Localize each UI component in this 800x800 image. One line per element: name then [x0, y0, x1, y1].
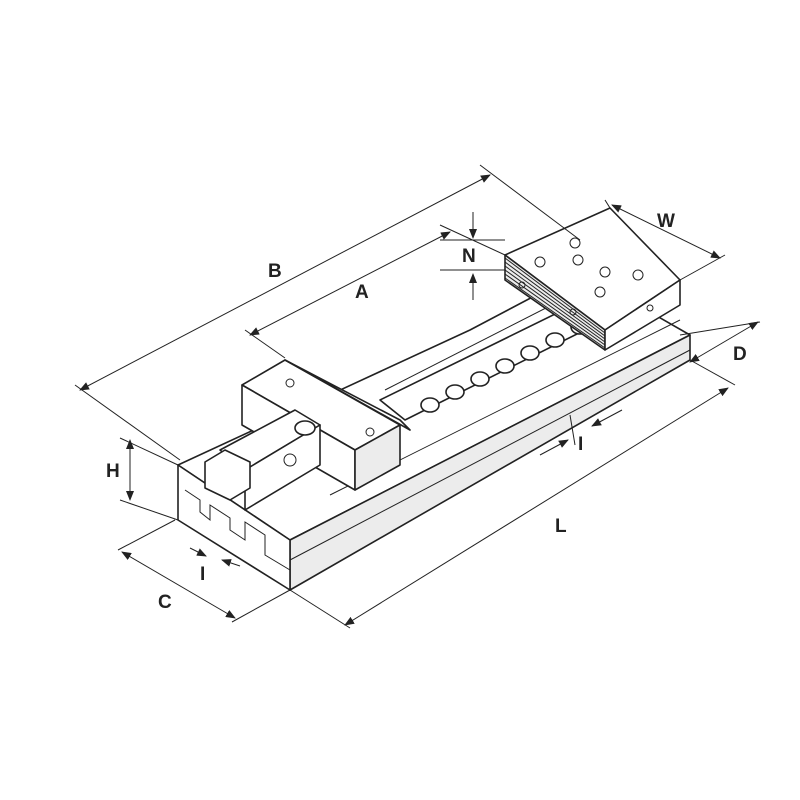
- label-i-right: I: [578, 434, 583, 455]
- jaw-serration: [504, 261, 606, 337]
- lead-screw: [204, 409, 321, 511]
- rail-ball: [520, 345, 540, 361]
- rail-ball: [420, 397, 440, 413]
- jaw-serration: [504, 257, 606, 334]
- label-b: B: [268, 261, 282, 282]
- rail-ball: [545, 332, 565, 348]
- label-h: H: [106, 461, 120, 482]
- jaw-serration: [504, 265, 606, 340]
- jaw-serration: [504, 273, 606, 346]
- label-i-left: I: [200, 564, 205, 585]
- label-c: C: [158, 592, 172, 613]
- jaw-serration: [504, 277, 606, 349]
- rail-ball: [470, 371, 490, 387]
- label-d: D: [733, 344, 747, 365]
- label-l: L: [555, 516, 567, 537]
- rail-ball: [495, 358, 515, 374]
- label-a: A: [355, 282, 369, 303]
- label-n: N: [462, 246, 476, 267]
- dimension-lines: [74, 164, 761, 629]
- label-w: W: [657, 211, 675, 232]
- rail-ball: [445, 384, 465, 400]
